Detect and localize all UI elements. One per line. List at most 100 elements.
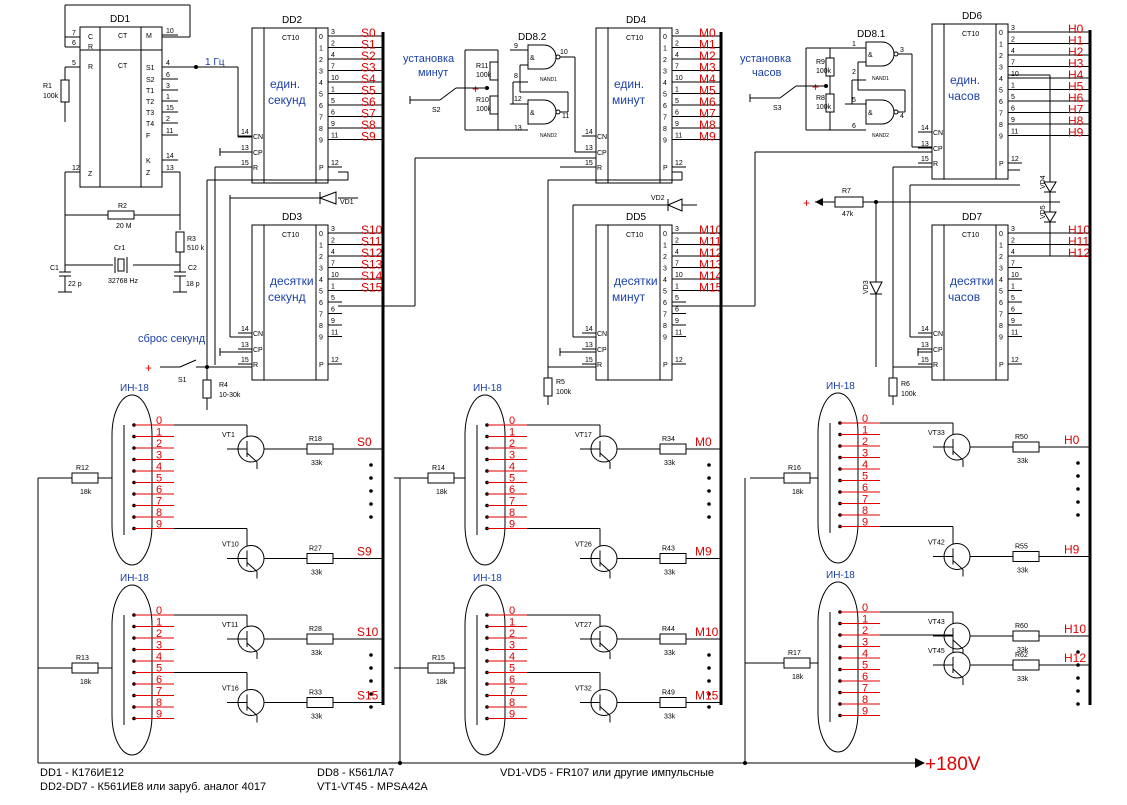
- chip-dd8-2: DD8.2 & & NAND1 NAND2 9 10 8 12 13 11: [497, 32, 596, 153]
- reset-label: сброс секунд: [138, 333, 206, 345]
- dd4-out-num-0: 3: [675, 29, 679, 36]
- dd7-out-idx-0: 0: [999, 231, 1003, 238]
- dd3-p-label: P: [319, 362, 324, 369]
- r28-val: 33k: [311, 650, 323, 657]
- vd4-ref: VD4: [1040, 175, 1047, 189]
- plus-reset: +: [145, 361, 152, 375]
- r11-val: 100k: [476, 72, 492, 79]
- dd3-out-num-3: 7: [331, 261, 335, 268]
- signal-h-0: H0: [1068, 22, 1084, 36]
- driver-signal-vt32: M15: [695, 689, 719, 703]
- dd4-lpin-1: CP: [597, 150, 607, 157]
- dd6-name: DD6: [962, 11, 982, 22]
- driver-signal-vt43: H10: [1064, 622, 1086, 636]
- dd7-lpin-0: CN: [933, 331, 943, 338]
- signal-h-1: H1: [1068, 34, 1084, 48]
- dd1-right-pin-1: 4: [166, 60, 170, 67]
- vd2-ref: VD2: [651, 195, 665, 202]
- signal-s-6: S6: [361, 95, 376, 109]
- dd3-out-idx-3: 3: [319, 266, 323, 273]
- r1-ref: R1: [43, 83, 52, 90]
- tube-1-digit-5: 5: [156, 663, 162, 675]
- dd4-p-label: P: [663, 165, 668, 172]
- signal-h-7: H7: [1068, 103, 1084, 117]
- dd82-pin9: 9: [514, 43, 518, 50]
- dd81-and-b: &: [868, 110, 873, 117]
- r18-val: 33k: [311, 460, 323, 467]
- r14-val: 18k: [436, 489, 448, 496]
- tube-0-digit-7: 7: [156, 496, 162, 508]
- signal-s_tens-2: S12: [361, 246, 383, 260]
- tube-3-digit-0: 0: [509, 605, 515, 617]
- dd2-name: DD2: [282, 15, 302, 26]
- dd3-out-num-5: 1: [331, 284, 335, 291]
- dd6-lnum-2: 15: [921, 156, 929, 163]
- signal-m-4: M4: [699, 72, 716, 86]
- tube-2-digit-2: 2: [509, 438, 515, 450]
- tube-2-digit-6: 6: [509, 484, 515, 496]
- dd4-out-idx-0: 0: [663, 34, 667, 41]
- signal-s-9: S9: [361, 130, 376, 144]
- transistor-vt17: VT17: [575, 432, 592, 439]
- dd82-g2: NAND2: [540, 133, 557, 139]
- dd5-out-idx-5: 5: [663, 289, 667, 296]
- r43-val: 33k: [664, 570, 676, 577]
- tube-3-digit-4: 4: [509, 651, 515, 663]
- signal-h_tens-0: H10: [1068, 223, 1090, 237]
- dd3-out-idx-8: 8: [319, 323, 323, 330]
- dd2-out-num-5: 1: [331, 87, 335, 94]
- dd1-ct-top: CT: [118, 33, 128, 40]
- dd3-p-num: 12: [331, 357, 339, 364]
- dd6-out-num-8: 9: [1011, 117, 1015, 124]
- r62-val: 33k: [1017, 676, 1029, 683]
- dd5-out-idx-0: 0: [663, 231, 667, 238]
- nixie-tube-5: ИН-180123456789R1718kVT43R6033kH10VT45R6…: [750, 570, 1090, 753]
- dd3-out-idx-7: 7: [319, 312, 323, 319]
- r2-ref: R2: [118, 203, 127, 210]
- signal-m_tens-3: M13: [699, 258, 723, 272]
- dd3-out-idx-1: 1: [319, 243, 323, 250]
- dd82-g1: NAND1: [540, 77, 557, 83]
- tube-4-digit-8: 8: [862, 505, 868, 517]
- dd5-out-idx-3: 3: [663, 266, 667, 273]
- transistor-vt1: VT1: [222, 432, 235, 439]
- tube-1-digit-6: 6: [156, 674, 162, 686]
- r50-ref: R50: [1015, 434, 1028, 441]
- dd7-out-idx-7: 7: [999, 312, 1003, 319]
- dd1-right-label-0: M: [146, 33, 152, 40]
- r27-val: 33k: [311, 570, 323, 577]
- dd4-lpin-0: CN: [597, 134, 607, 141]
- tube-0-digit-2: 2: [156, 438, 162, 450]
- hv-rail: [37, 478, 925, 768]
- dd1-right-label-8: K: [146, 158, 151, 165]
- r17-val: 18k: [792, 674, 804, 681]
- dd81-g1: NAND1: [872, 76, 889, 82]
- dd7-lpin-1: CP: [933, 347, 943, 354]
- dd3-out-num-2: 4: [331, 249, 335, 256]
- tube-5-digit-0: 0: [862, 602, 868, 614]
- dd81-and-a: &: [868, 52, 873, 59]
- signal-s-7: S7: [361, 107, 376, 121]
- transistor-vt11: VT11: [222, 622, 238, 629]
- dd6-out-idx-6: 6: [999, 99, 1003, 106]
- driver-signal-vt42: H9: [1064, 543, 1080, 557]
- dd1-right-pin-0: 10: [166, 28, 174, 35]
- dd3-out-idx-0: 0: [319, 231, 323, 238]
- dd5-lnum-2: 15: [585, 357, 593, 364]
- dd2-title-bot: секунд: [268, 93, 306, 107]
- tube-4-digit-6: 6: [862, 482, 868, 494]
- dd3-title-top: десятки: [270, 274, 314, 288]
- vd5-ref: VD5: [1040, 205, 1047, 219]
- tube-label-1: ИН-18: [120, 573, 149, 584]
- tube-2-digit-9: 9: [509, 519, 515, 531]
- r7-ref: R7: [842, 188, 851, 195]
- tube-4-digit-3: 3: [862, 448, 868, 460]
- tube-0-digit-0: 0: [156, 415, 162, 427]
- signal-m-6: M6: [699, 95, 716, 109]
- dd1-lbl-z: Z: [88, 171, 93, 178]
- r1-val: 100k: [43, 93, 59, 100]
- dd1-right-label-3: T1: [146, 88, 154, 95]
- dd3-title-bot: секунд: [268, 290, 306, 304]
- tube-2-digit-0: 0: [509, 415, 515, 427]
- plus-hr: +: [812, 80, 819, 94]
